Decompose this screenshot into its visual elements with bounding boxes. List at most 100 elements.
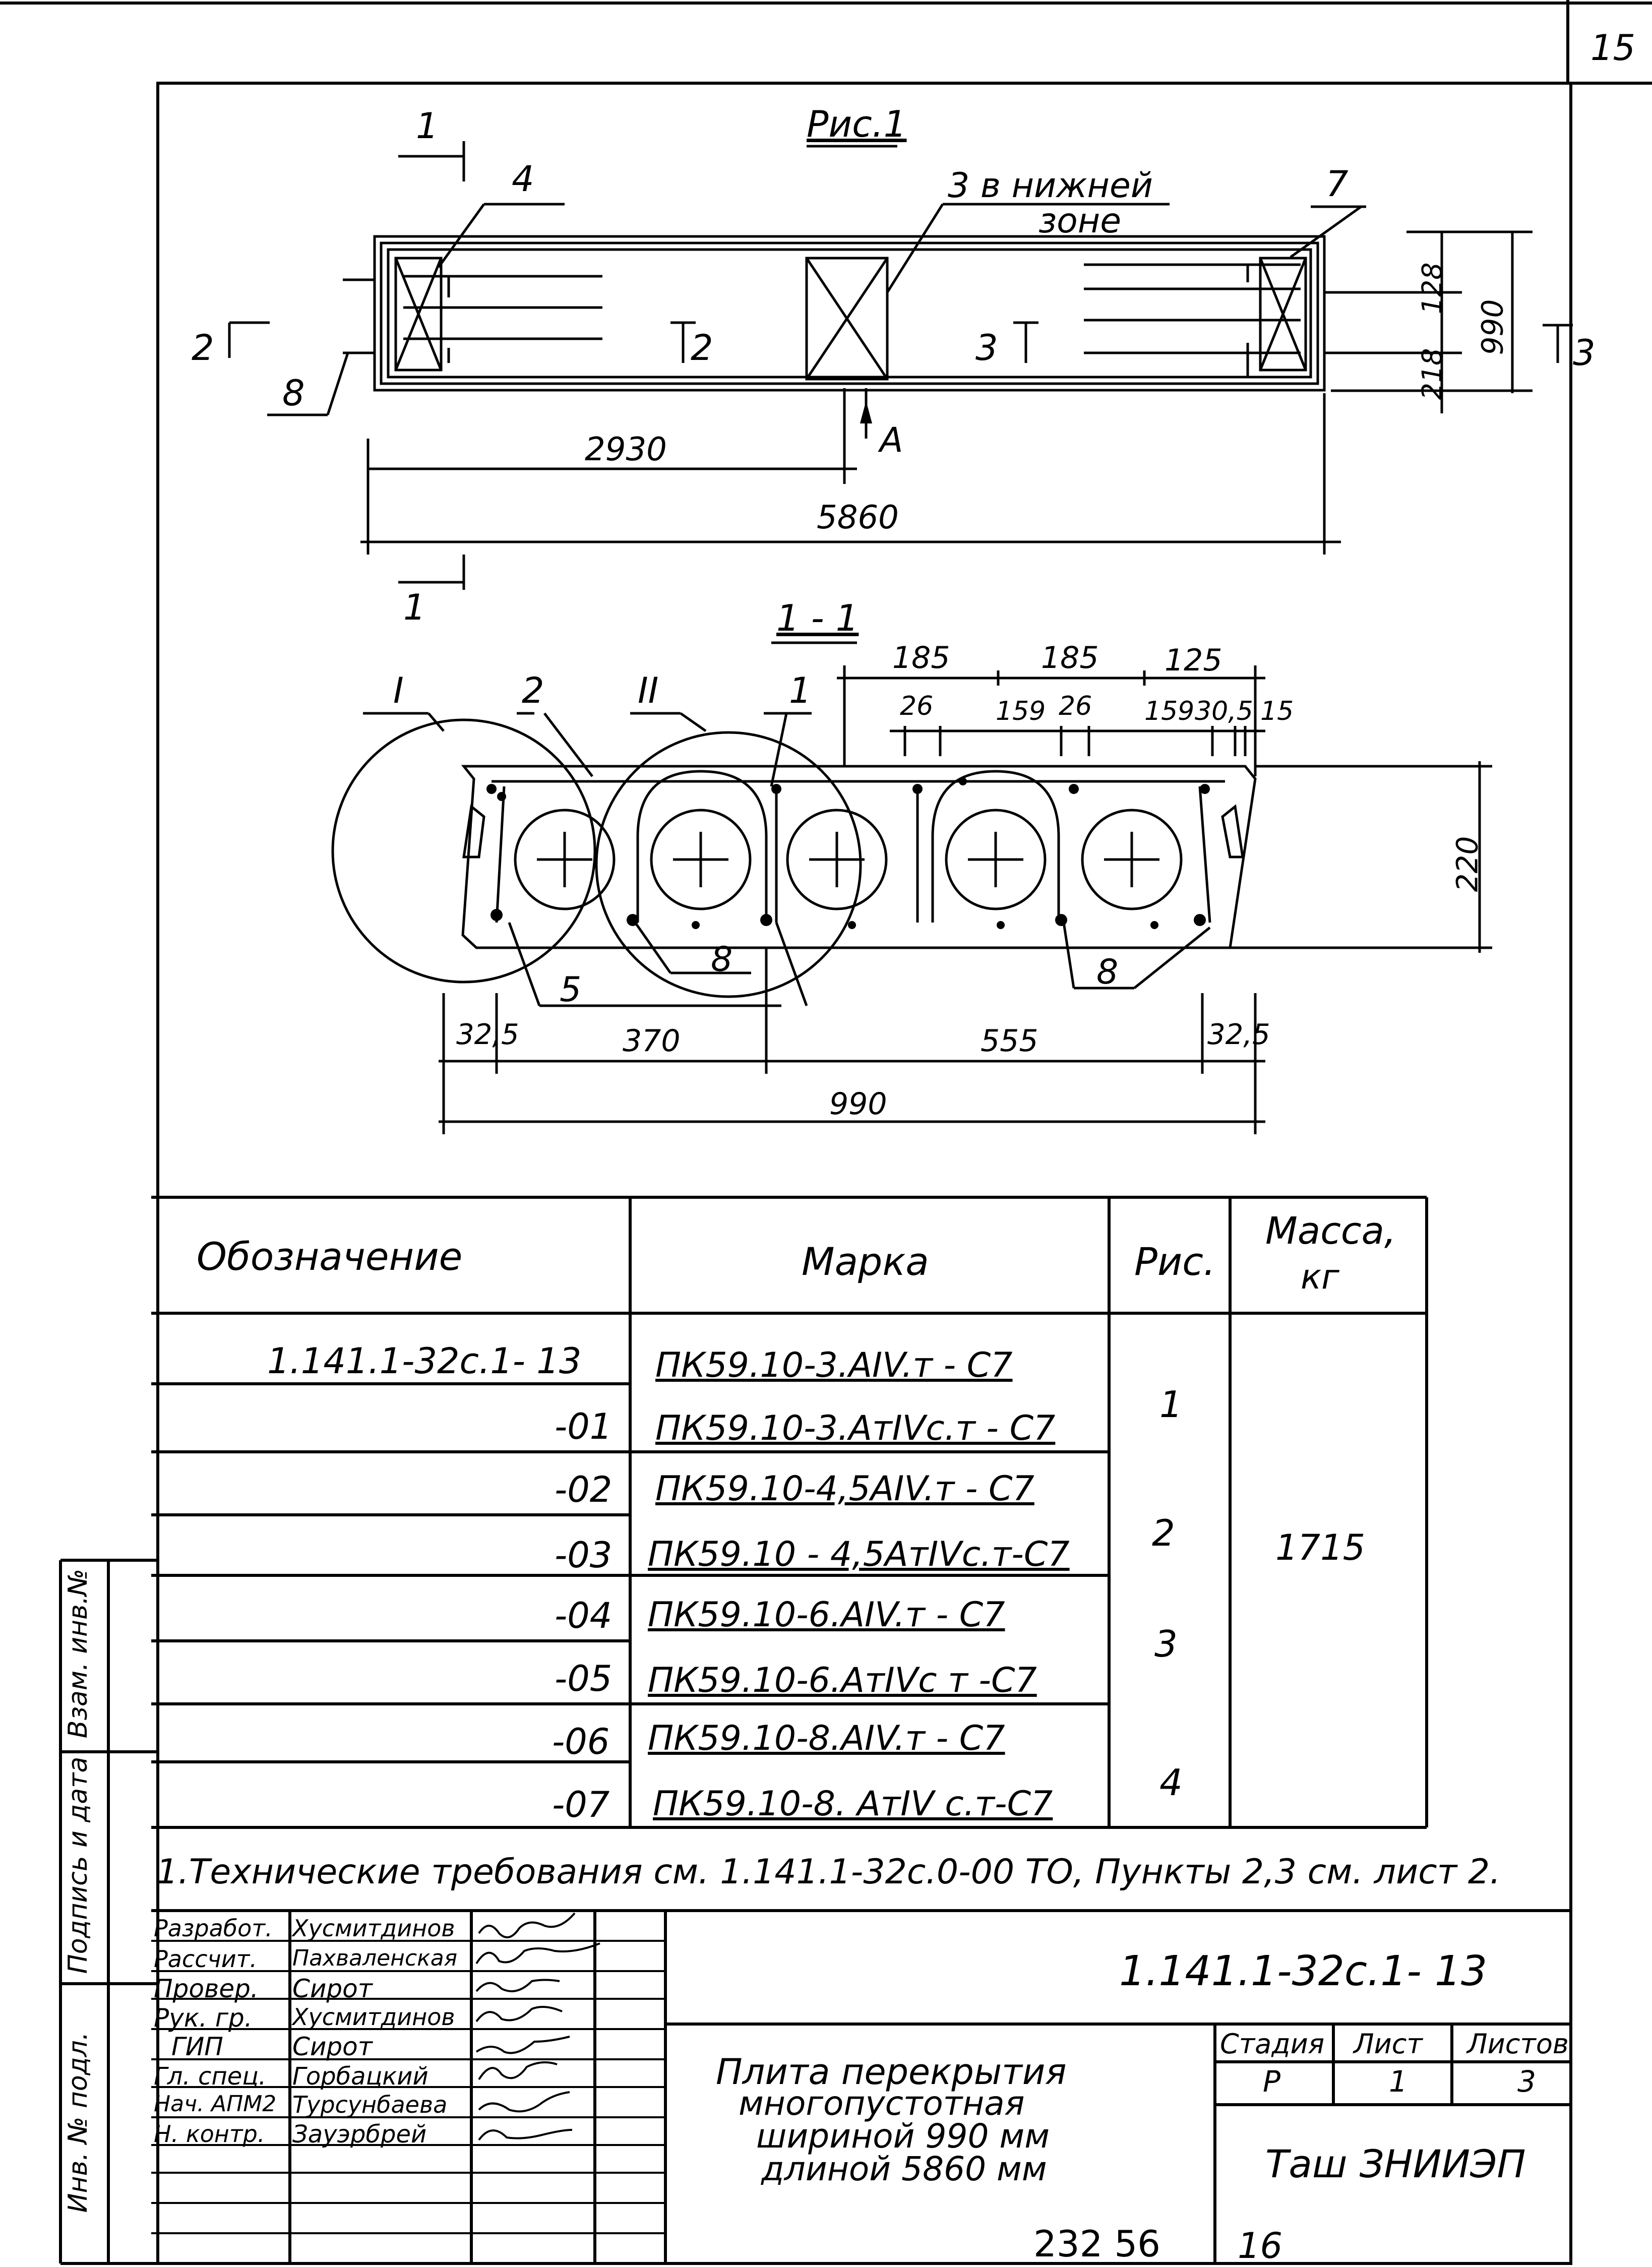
row-designation: -03 <box>555 1535 613 1576</box>
role-label: Рук. гр. <box>154 2003 253 2033</box>
section-mark-1-top: 1 <box>416 105 439 147</box>
row-mark: ПК59.10 - 4,5АтIVс.т-С7 <box>648 1535 1070 1574</box>
callout-8-a: 8 <box>711 940 733 979</box>
row-designation: -05 <box>555 1658 613 1699</box>
section-view <box>331 641 1492 1134</box>
row-mark: ПК59.10-3.АIV.т - С7 <box>655 1345 1013 1385</box>
header-mark: Марка <box>802 1239 929 1284</box>
dim-159-a: 159 <box>996 696 1046 726</box>
dim-128: 128 <box>1416 262 1448 315</box>
role-label: Рассчит. <box>154 1945 258 1973</box>
dim-26-a: 26 <box>900 691 934 721</box>
dim-990-plan: 990 <box>1475 299 1510 355</box>
side-label-signature: Подпись и дата <box>63 1756 93 1974</box>
role-name: Пахваленская <box>292 1945 458 1971</box>
role-name: Сирот <box>292 2032 373 2061</box>
dim-218: 218 <box>1416 348 1448 400</box>
row-mark: ПК59.10-6.АтIVс т -С7 <box>648 1661 1037 1700</box>
callout-1: 1 <box>789 670 812 711</box>
title-block-grid <box>151 1909 1571 2263</box>
dim-30-5: 30,5 <box>1195 696 1253 726</box>
dim-220: 220 <box>1450 836 1485 892</box>
row-designation: -06 <box>552 1721 610 1762</box>
dim-26-b: 26 <box>1059 691 1092 721</box>
signatures <box>475 1912 600 2141</box>
callout-3: 3 в нижней <box>948 166 1153 206</box>
fig-title: Рис.1 <box>807 103 907 145</box>
row-designation: -04 <box>555 1595 613 1636</box>
dim-32-5-left: 32,5 <box>456 1018 519 1051</box>
role-name: Горбацкий <box>292 2062 429 2091</box>
fig-cell: 1 <box>1159 1383 1183 1426</box>
role-label: Гл. спец. <box>154 2062 267 2091</box>
side-label-inventory: Инв. № подл. <box>63 2032 93 2213</box>
fig-cell: 4 <box>1159 1761 1183 1804</box>
header-mass: Масса, <box>1265 1209 1396 1253</box>
drawing-frame <box>156 82 1572 2265</box>
row-mark: ПК59.10-3.АтIVс.т - С7 <box>655 1408 1056 1448</box>
header-designation: Обозначение <box>197 1234 463 1279</box>
detail-mark-II: II <box>638 670 659 711</box>
stage-value: Р <box>1263 2064 1280 2099</box>
fig-cell: 3 <box>1154 1623 1178 1665</box>
dim-370: 370 <box>623 1023 681 1059</box>
section-mark-2-right: 2 <box>691 327 713 369</box>
dim-15: 15 <box>1260 696 1294 726</box>
row-designation: 1.141.1-32с.1- 13 <box>267 1340 582 1382</box>
role-label: ГИП <box>171 2032 223 2061</box>
callout-3-zone: зоне <box>1038 201 1122 241</box>
row-mark: ПК59.10-4,5АIV.т - С7 <box>655 1469 1034 1509</box>
dim-990-section: 990 <box>829 1086 887 1122</box>
row-mark: ПК59.10-8.АIV.т - С7 <box>648 1719 1005 1758</box>
mass-value: 1715 <box>1275 1527 1366 1568</box>
row-designation: -02 <box>555 1469 613 1510</box>
callout-7: 7 <box>1326 163 1349 205</box>
plan-view <box>228 141 1573 590</box>
role-name: Турсунбаева <box>292 2091 448 2118</box>
dim-125: 125 <box>1165 643 1222 678</box>
product-name-line-3: шириной 990 мм <box>756 2117 1050 2156</box>
sheet-label: Лист <box>1354 2028 1423 2060</box>
row-mark: ПК59.10-8. АтIV с.т-С7 <box>653 1784 1053 1824</box>
view-mark-a: А <box>880 420 903 460</box>
organization: Таш ЗНИИЭП <box>1265 2141 1526 2186</box>
section-mark-2-left: 2 <box>192 327 214 369</box>
role-name: Сирот <box>292 1974 373 2003</box>
side-label-replacement: Взам. инв.№ <box>63 1568 93 1739</box>
header-mass-unit: кг <box>1301 1257 1339 1297</box>
dim-159-b: 159 <box>1144 696 1195 726</box>
row-designation: -01 <box>555 1406 613 1447</box>
section-mark-3-right: 3 <box>1573 332 1596 374</box>
callout-8-plan: 8 <box>282 373 305 414</box>
header-fig: Рис. <box>1134 1239 1216 1284</box>
dim-185-a: 185 <box>892 640 950 676</box>
fig-cell: 2 <box>1152 1512 1175 1554</box>
view-arrow-icon <box>860 401 872 423</box>
sheets-value: 3 <box>1517 2064 1536 2099</box>
role-name: Хусмитдинов <box>292 1915 455 1942</box>
dim-185-b: 185 <box>1041 640 1099 676</box>
section-title: 1 - 1 <box>776 597 859 639</box>
detail-circle-II <box>595 731 862 998</box>
technical-note: 1.Технические требования см. 1.141.1-32с… <box>156 1852 1501 1892</box>
spec-table-grid <box>151 1196 1428 1829</box>
product-name-line-1: Плита перекрытия <box>716 2051 1067 2093</box>
footer-page: 16 <box>1238 2225 1283 2266</box>
callout-4: 4 <box>512 158 534 200</box>
sheet-number: 15 <box>1590 27 1636 69</box>
detail-circle-I <box>331 718 596 984</box>
row-mark: ПК59.10-6.АIV.т - С7 <box>648 1595 1005 1635</box>
role-label: Н. контр. <box>154 2120 265 2148</box>
role-label: Нач. АПМ2 <box>154 2091 277 2117</box>
rebar-dots <box>486 777 1210 929</box>
section-mark-1-bottom: 1 <box>403 587 426 628</box>
role-name: Хусмитдинов <box>292 2003 455 2031</box>
dim-555: 555 <box>981 1023 1038 1059</box>
archive-number: 232 56 <box>1033 2223 1160 2265</box>
detail-mark-I: I <box>393 670 404 711</box>
sheet-value: 1 <box>1389 2064 1408 2099</box>
dim-32-5-right: 32,5 <box>1207 1018 1270 1051</box>
product-name-line-2: многопустотная <box>739 2084 1025 2123</box>
stage-label: Стадия <box>1220 2028 1325 2060</box>
